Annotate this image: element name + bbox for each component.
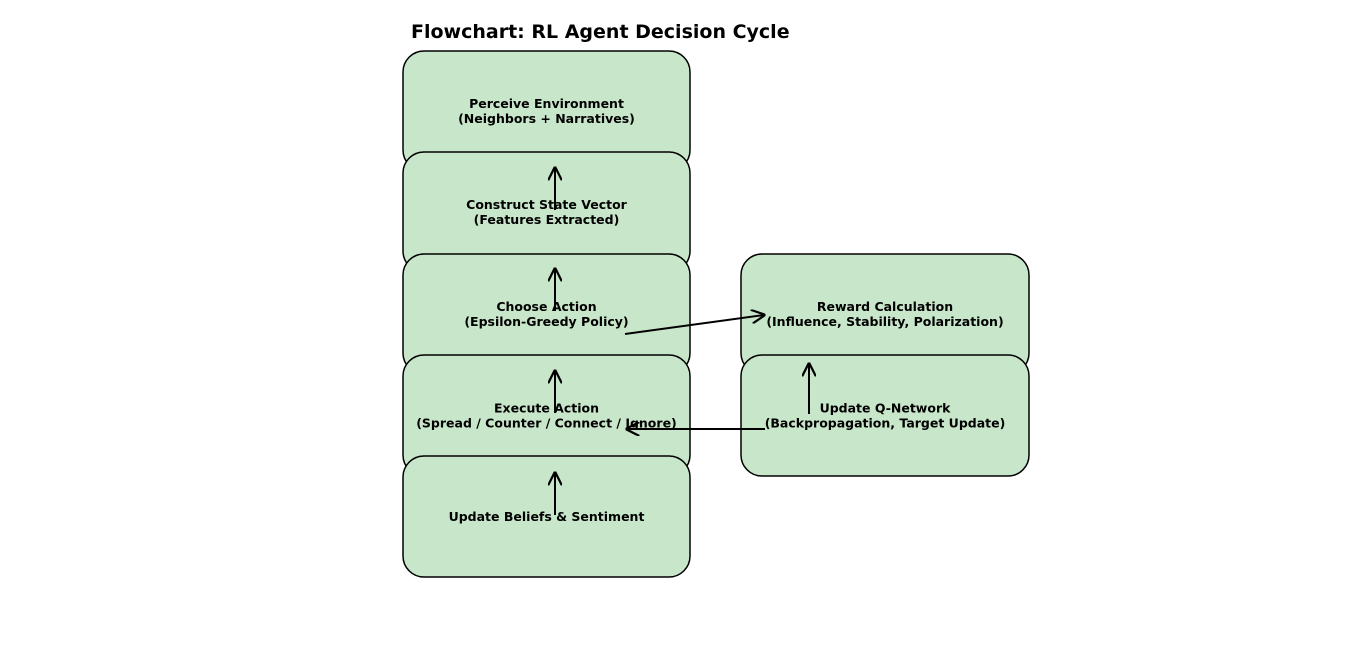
node-label-state-line-1: Construct State Vector	[466, 197, 628, 212]
node-box-qnet	[740, 354, 1030, 477]
edges-layer	[555, 168, 809, 515]
node-label-choose-line-2: (Epsilon-Greedy Policy)	[464, 314, 628, 329]
node-label-perceive-line-1: Perceive Environment	[469, 96, 624, 111]
nodes-layer: Perceive Environment(Neighbors + Narrati…	[402, 50, 1030, 578]
node-label-execute-line-1: Execute Action	[494, 401, 599, 416]
node-label-choose-line-1: Choose Action	[496, 299, 596, 314]
node-choose: Choose Action(Epsilon-Greedy Policy)	[402, 253, 691, 375]
node-label-qnet-line-1: Update Q-Network	[820, 401, 952, 416]
node-beliefs: Update Beliefs & Sentiment	[402, 455, 691, 578]
node-label-perceive-line-2: (Neighbors + Narratives)	[458, 111, 635, 126]
node-label-execute-line-2: (Spread / Counter / Connect / Ignore)	[416, 416, 677, 431]
node-perceive: Perceive Environment(Neighbors + Narrati…	[402, 50, 691, 172]
node-reward: Reward Calculation(Influence, Stability,…	[740, 253, 1030, 375]
node-label-reward-line-1: Reward Calculation	[817, 299, 953, 314]
node-qnet: Update Q-Network(Backpropagation, Target…	[740, 354, 1030, 477]
node-box-beliefs	[402, 455, 691, 578]
arrow-choose-to-reward	[624, 315, 764, 335]
node-label-state-line-2: (Features Extracted)	[474, 212, 620, 227]
diagram-title: Flowchart: RL Agent Decision Cycle	[411, 21, 790, 43]
node-label-beliefs-line-1: Update Beliefs & Sentiment	[449, 509, 645, 524]
node-state: Construct State Vector(Features Extracte…	[402, 151, 691, 273]
node-label-reward-line-2: (Influence, Stability, Polarization)	[766, 314, 1003, 329]
node-label-qnet-line-2: (Backpropagation, Target Update)	[765, 416, 1006, 431]
